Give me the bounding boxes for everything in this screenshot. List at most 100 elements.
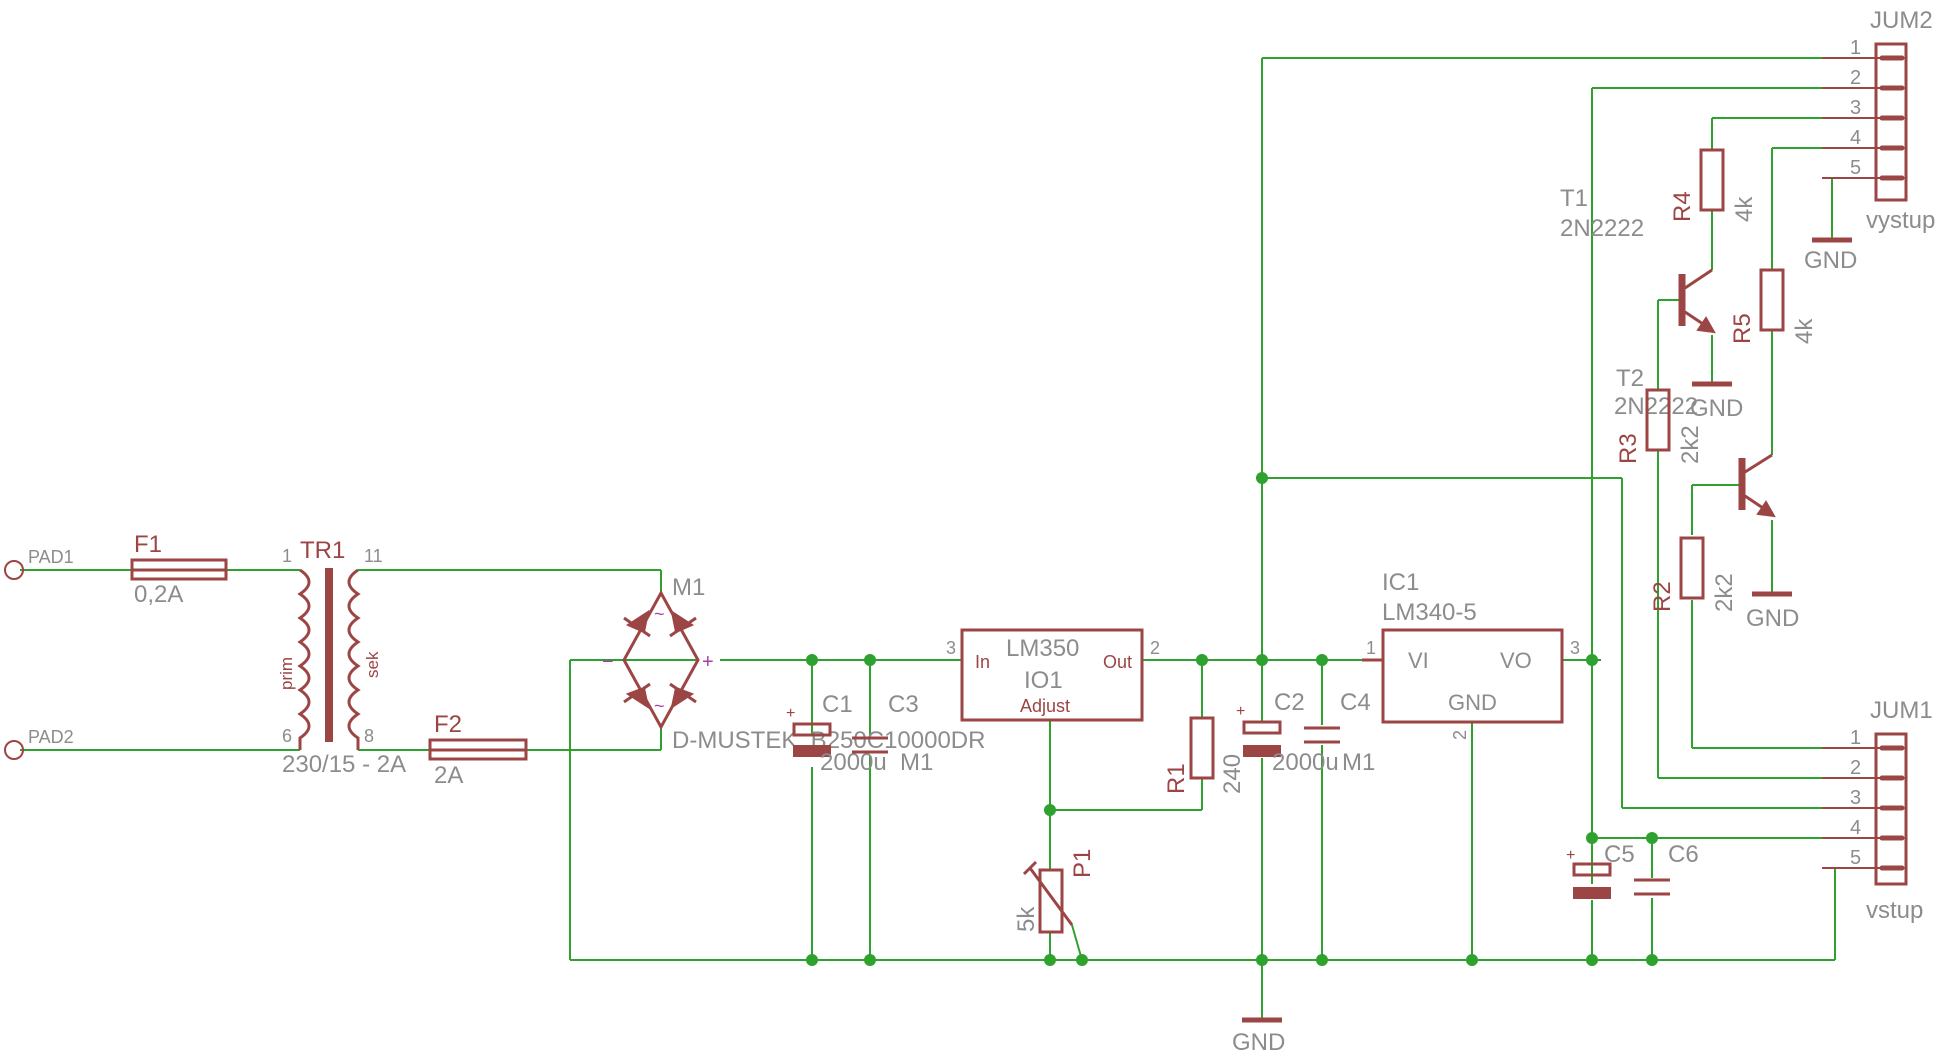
r3-name: R3: [1615, 433, 1642, 464]
tr1-name: TR1: [300, 537, 345, 564]
ic1-vo-label: VO: [1500, 648, 1532, 673]
ic1-name: IC1: [1382, 569, 1419, 596]
pad2-label: PAD2: [28, 727, 74, 747]
m1-name: M1: [672, 574, 705, 601]
transformer-tr1: TR1 1 6 11 8 prim sek 230/15 - 2A: [277, 537, 406, 778]
gnd-symbol-t1: GND: [1690, 380, 1743, 422]
f1-value: 0,2A: [134, 581, 183, 608]
pad1-label: PAD1: [28, 547, 74, 567]
resistor-r4: R4 4k: [1669, 148, 1758, 222]
c3-value: M1: [900, 749, 933, 776]
jum1-label: vstup: [1866, 897, 1923, 924]
c2-name: C2: [1274, 689, 1305, 716]
jum2-label: vystup: [1866, 207, 1935, 234]
connector-jum2: 1 2 3 4 5 JUM2 vystup: [1822, 7, 1935, 234]
jum2-pin2: 2: [1850, 67, 1861, 89]
r5-name: R5: [1729, 313, 1756, 344]
f2-value: 2A: [434, 762, 463, 789]
lm350-out-label: Out: [1103, 652, 1132, 672]
c2-polarity: +: [1236, 703, 1245, 720]
tr1-secondary-label: sek: [363, 651, 382, 678]
fuse-f2: F2 2A: [428, 711, 528, 789]
gnd-symbol-main: GND: [1232, 1017, 1285, 1056]
c3-name: C3: [888, 691, 919, 718]
ic1-pin-vo: 3: [1570, 638, 1580, 658]
c1-name: C1: [822, 691, 853, 718]
pad1: PAD1: [4, 547, 74, 580]
tr1-value: 230/15 - 2A: [282, 751, 406, 778]
lm350-in-label: In: [975, 652, 990, 672]
pad2: PAD2: [4, 727, 74, 760]
gnd-label-t1: GND: [1690, 395, 1743, 422]
capacitor-c3: C3 M1: [852, 691, 933, 776]
r1-value: 240: [1219, 754, 1246, 794]
t2-part: 2N2222: [1614, 393, 1698, 420]
capacitor-c5: + C5: [1566, 841, 1635, 899]
lm350-pin-out: 2: [1150, 638, 1160, 658]
r2-value: 2k2: [1711, 573, 1738, 612]
jum1-pin4: 4: [1850, 817, 1861, 839]
transistor-t2: T2 2N2222: [1614, 365, 1776, 518]
junctions: [806, 472, 1658, 966]
regulator-ic1: VI VO GND IC1 LM340-5 1 3 2: [1362, 569, 1580, 740]
resistor-r1: R1 240: [1163, 716, 1246, 794]
tr1-pin8: 8: [364, 726, 374, 746]
jum1-pin3: 3: [1850, 787, 1861, 809]
f1-name: F1: [134, 531, 162, 558]
jum2-pin3: 3: [1850, 97, 1861, 119]
lm350-name: IO1: [1024, 667, 1063, 694]
potentiometer-p1: P1 5k: [1013, 849, 1096, 934]
bridge-ac2-label: ~: [654, 696, 665, 716]
gnd-label-t2: GND: [1746, 605, 1799, 632]
p1-value: 5k: [1013, 906, 1040, 932]
c4-value: M1: [1342, 749, 1375, 776]
capacitor-c4: C4 M1: [1304, 689, 1375, 776]
pad2-terminal: [4, 740, 24, 760]
r4-name: R4: [1669, 191, 1696, 222]
fuse-f1: F1 0,2A: [130, 531, 228, 608]
resistor-r2: R2 2k2: [1649, 536, 1738, 612]
jum2-pin4: 4: [1850, 127, 1861, 149]
ic1-vi-label: VI: [1408, 648, 1429, 673]
resistor-r5: R5 4k: [1729, 268, 1818, 344]
regulator-lm350: In Out Adjust LM350 IO1 3 2: [946, 628, 1160, 722]
jum2-pin5: 5: [1850, 157, 1861, 179]
f2-name: F2: [434, 711, 462, 738]
ic1-pin-vi: 1: [1366, 638, 1376, 658]
tr1-pin6: 6: [282, 726, 292, 746]
r2-name: R2: [1649, 581, 1676, 612]
ic1-pin-gnd: 2: [1450, 730, 1470, 740]
tr1-pin1: 1: [282, 546, 292, 566]
r5-value: 4k: [1791, 318, 1818, 344]
jum2-name: JUM2: [1870, 7, 1933, 34]
gnd-label-jum2: GND: [1804, 247, 1857, 274]
gnd-symbol-t2: GND: [1746, 591, 1799, 632]
t2-name: T2: [1616, 365, 1644, 392]
lm350-part: LM350: [1006, 635, 1079, 662]
pad1-terminal: [4, 560, 24, 580]
jum2-pin1: 1: [1850, 37, 1861, 59]
jum1-pin5: 5: [1850, 847, 1861, 869]
bridge-plus-label: +: [702, 651, 714, 673]
p1-name: P1: [1069, 849, 1096, 878]
bridge-ac1-label: ~: [654, 604, 665, 624]
jum1-name: JUM1: [1870, 697, 1933, 724]
lm350-adjust-label: Adjust: [1020, 696, 1070, 716]
lm350-pin-in: 3: [946, 638, 956, 658]
tr1-pin11: 11: [364, 546, 383, 566]
c4-name: C4: [1340, 689, 1371, 716]
gnd-label-main: GND: [1232, 1029, 1285, 1056]
ic1-gnd-label: GND: [1448, 690, 1497, 715]
gnd-symbol-jum2: GND: [1804, 235, 1857, 274]
transistor-t1: T1 2N2222: [1560, 185, 1716, 334]
t1-part: 2N2222: [1560, 215, 1644, 242]
bridge-minus-label: −: [602, 651, 614, 673]
r1-name: R1: [1163, 763, 1190, 794]
c2-value: 2000u: [1272, 749, 1339, 776]
capacitor-c2: + C2 2000u: [1236, 689, 1339, 776]
r4-value: 4k: [1731, 196, 1758, 222]
capacitor-c6: C6: [1634, 841, 1699, 896]
connector-jum1: 1 2 3 4 5 JUM1 vstup: [1822, 697, 1933, 924]
c1-polarity: +: [786, 705, 795, 722]
